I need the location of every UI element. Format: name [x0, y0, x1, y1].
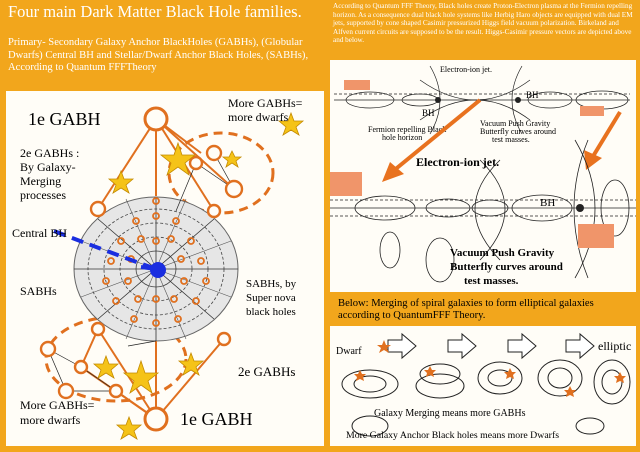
label-central-bh: Central BH — [12, 226, 67, 240]
label-fermion-2: hole horizon — [382, 133, 422, 142]
label-top-gabh: 1e GABH — [28, 109, 101, 129]
primary-gabh-bottom — [143, 406, 169, 432]
label-sabhs-super-2: Super nova — [246, 292, 296, 304]
big-block-right — [578, 224, 614, 248]
label-sabhs-super-1: SABHs, by — [246, 278, 297, 290]
central-bh-dashed-line — [53, 229, 157, 271]
label-vpg-small-2: Butterfly curves around — [480, 127, 556, 136]
top-note: According to Quantum FFF Theory, Black h… — [333, 2, 633, 45]
secondary-gabh-rings — [39, 144, 244, 400]
merging-diagram-panel: Dwarf elliptic Galaxy Merging means more… — [330, 326, 636, 446]
big-bh-dot — [576, 204, 584, 212]
label-merging-3: Merging — [20, 174, 61, 188]
spiral-galaxies — [341, 359, 631, 437]
central-bh-dot — [150, 262, 166, 278]
label-big-electron-jet: Electron-ion jet. — [416, 155, 499, 169]
left-diagram-panel: 1e GABH More GABHs= more dwarfs 2e GABHs… — [6, 91, 324, 446]
small-block-left — [344, 80, 370, 90]
label-more-gabhs-top-2: more dwarfs — [228, 110, 289, 124]
small-bh-left-dot — [435, 97, 441, 103]
label-small-electron-jet: Electron-ion jet. — [440, 65, 492, 74]
orange-arrows — [382, 98, 622, 182]
label-galaxy-merging: Galaxy Merging means more GABHs — [374, 408, 526, 419]
jet-diagram-panel: Electron-ion jet. BH BH Fermion repellin… — [330, 60, 636, 292]
progress-arrows — [387, 332, 595, 360]
label-merging-4: processes — [20, 188, 66, 202]
lower-gabh-group-ellipse — [44, 315, 188, 403]
label-elliptic: elliptic — [598, 339, 631, 353]
label-more-gabhs-bottom-1: More GABHs= — [20, 398, 95, 412]
intro-text: Primary- Secondary Galaxy Anchor BlackHo… — [8, 37, 309, 73]
big-field-lines — [330, 139, 636, 283]
label-more-gabhs-top-1: More GABHs= — [228, 96, 303, 110]
dwarf-stars — [92, 111, 305, 440]
label-big-bh: BH — [540, 197, 555, 209]
label-dwarf: Dwarf — [336, 346, 362, 357]
label-sabhs: SABHs — [20, 284, 57, 298]
primary-gabh-top — [143, 106, 169, 132]
em-jet-diagram: Electron-ion jet. BH BH Fermion repellin… — [330, 65, 636, 287]
label-merging-1: 2e GABHs : — [20, 146, 79, 160]
label-more-anchor: More Galaxy Anchor Black holes means mor… — [346, 430, 559, 441]
label-vpg-small-3: test masses. — [492, 135, 530, 144]
label-sabhs-super-3: black holes — [246, 306, 296, 318]
label-bottom-gabh: 1e GABH — [180, 409, 253, 429]
label-small-bh-right: BH — [526, 90, 539, 100]
small-block-right — [580, 106, 604, 116]
gabh-hierarchy-diagram: 1e GABH More GABHs= more dwarfs 2e GABHs… — [12, 96, 305, 440]
label-secondary-gabhs: 2e GABHs — [238, 364, 295, 379]
page-title: Four main Dark Matter Black Hole familie… — [8, 2, 302, 21]
label-vpg-big-2: Butterfly curves around — [450, 261, 563, 273]
galaxy-merging-diagram: Dwarf elliptic Galaxy Merging means more… — [336, 332, 631, 441]
label-vpg-big-3: test masses. — [464, 275, 519, 287]
label-small-bh-left: BH — [422, 108, 435, 118]
merging-caption: Below: Merging of spiral galaxies to for… — [338, 298, 594, 322]
upper-gabh-group-ellipse — [167, 131, 275, 215]
dwarf-stars-merging — [354, 340, 626, 397]
label-fermion-1: Fermion repelling Black — [368, 125, 446, 134]
small-bh-right-dot — [515, 97, 521, 103]
label-vpg-small-1: Vacuum Push Gravity — [480, 119, 550, 128]
label-vpg-big-1: Vacuum Push Gravity — [450, 247, 555, 259]
label-more-gabhs-bottom-2: more dwarfs — [20, 413, 81, 427]
label-merging-2: By Galaxy- — [20, 160, 76, 174]
big-block-left — [330, 172, 362, 196]
